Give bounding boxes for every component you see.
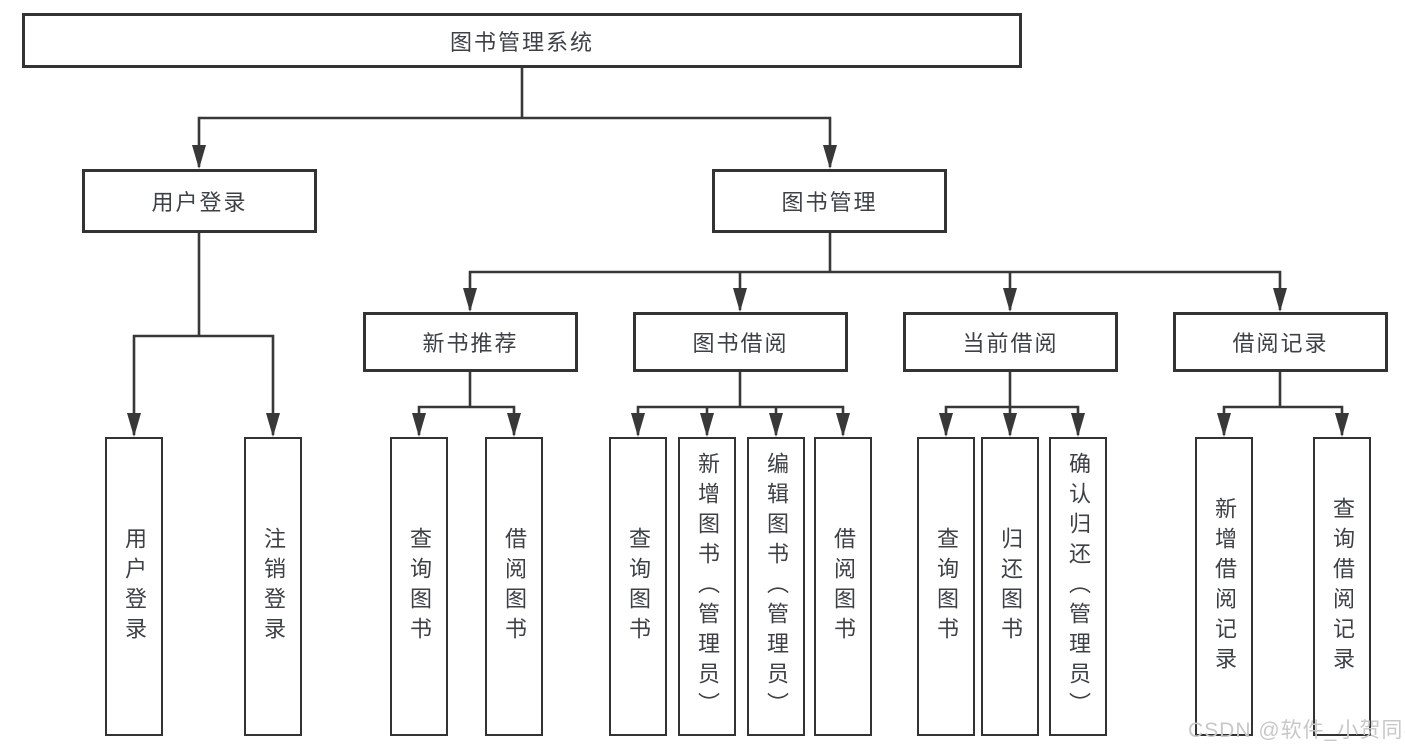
- leaf-add-borrow-record-label: 新增借阅记录: [1212, 496, 1237, 677]
- arrowhead: [1217, 413, 1231, 437]
- leaf-user-login-label: 用户登录: [122, 526, 147, 647]
- arrowhead: [1003, 288, 1017, 312]
- arrowhead: [769, 413, 783, 437]
- node-current-borrow: 当前借阅: [903, 312, 1118, 372]
- node-new-book-recommend-label: 新书推荐: [422, 331, 519, 356]
- arrowhead: [507, 413, 521, 437]
- arrowhead: [463, 288, 477, 312]
- connector-recommend-rail: [417, 405, 516, 435]
- leaf-query-books-recommend-label: 查询图书: [407, 526, 432, 647]
- node-library-system: 图书管理系统: [22, 13, 1022, 68]
- leaf-query-books-borrow-label: 查询图书: [626, 526, 651, 647]
- arrowhead: [192, 145, 206, 169]
- node-book-borrow-label: 图书借阅: [692, 331, 789, 356]
- leaf-logout-label: 注销登录: [261, 526, 286, 647]
- node-user-login: 用户登录: [82, 169, 317, 233]
- node-borrow-records: 借阅记录: [1173, 312, 1388, 372]
- node-book-management-label: 图书管理: [781, 190, 878, 215]
- arrowhead: [631, 413, 645, 437]
- leaf-query-books-borrow: 查询图书: [609, 437, 667, 736]
- leaf-borrow-books-recommend-label: 借阅图书: [502, 526, 527, 647]
- arrowhead: [939, 413, 953, 437]
- leaf-add-book-admin: 新增图书（管理员）: [678, 437, 736, 736]
- arrowhead: [1071, 413, 1085, 437]
- leaf-add-book-admin-label: 新增图书（管理员）: [695, 451, 720, 722]
- arrowhead: [1003, 413, 1017, 437]
- leaf-return-books: 归还图书: [981, 437, 1039, 736]
- arrowhead: [412, 413, 426, 437]
- arrowhead: [1273, 288, 1287, 312]
- leaf-edit-book-admin: 编辑图书（管理员）: [747, 437, 805, 736]
- arrowhead: [823, 145, 837, 169]
- node-current-borrow-label: 当前借阅: [962, 331, 1059, 356]
- leaf-query-borrow-record: 查询借阅记录: [1313, 437, 1371, 736]
- node-book-management: 图书管理: [712, 169, 947, 233]
- arrowhead: [836, 413, 850, 437]
- leaf-confirm-return-admin-label: 确认归还（管理员）: [1066, 451, 1091, 722]
- leaf-return-books-label: 归还图书: [998, 526, 1023, 647]
- node-borrow-records-label: 借阅记录: [1232, 331, 1329, 356]
- leaf-borrow-books-recommend: 借阅图书: [485, 437, 543, 736]
- arrowhead: [1335, 413, 1349, 437]
- node-book-borrow: 图书借阅: [633, 312, 848, 372]
- leaf-query-books-current-label: 查询图书: [934, 526, 959, 647]
- leaf-edit-book-admin-label: 编辑图书（管理员）: [764, 451, 789, 722]
- leaf-user-login: 用户登录: [105, 437, 163, 736]
- arrowhead: [266, 413, 280, 437]
- leaf-query-books-current: 查询图书: [917, 437, 975, 736]
- leaf-query-borrow-record-label: 查询借阅记录: [1330, 496, 1355, 677]
- leaf-logout: 注销登录: [244, 437, 302, 736]
- connector-records-rail: [1222, 405, 1344, 435]
- leaf-add-borrow-record: 新增借阅记录: [1195, 437, 1253, 736]
- connector-login-rail: [132, 334, 275, 435]
- node-library-system-label: 图书管理系统: [449, 29, 594, 55]
- connector-borrow-rail: [636, 405, 845, 435]
- leaf-borrow-books: 借阅图书: [814, 437, 872, 736]
- connector-level3-rail: [468, 270, 1282, 310]
- arrowhead: [127, 413, 141, 437]
- arrowhead: [733, 288, 747, 312]
- node-user-login-label: 用户登录: [151, 190, 248, 215]
- connector-level2-rail: [197, 116, 832, 167]
- watermark-text: CSDN @软件_小贺同学: [1188, 719, 1405, 742]
- leaf-query-books-recommend: 查询图书: [390, 437, 448, 736]
- node-new-book-recommend: 新书推荐: [363, 312, 578, 372]
- arrowhead: [700, 413, 714, 437]
- leaf-borrow-books-label: 借阅图书: [831, 526, 856, 647]
- leaf-confirm-return-admin: 确认归还（管理员）: [1049, 437, 1107, 736]
